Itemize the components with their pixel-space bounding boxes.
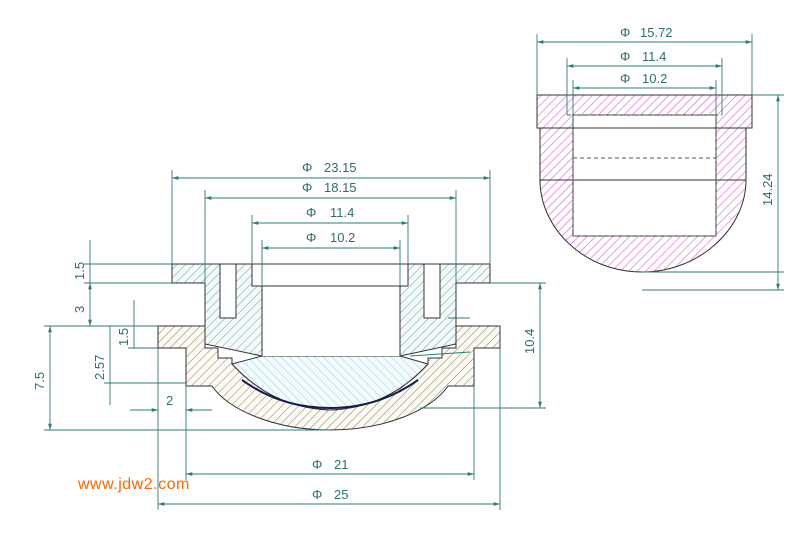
dim-symbol: Φ xyxy=(620,25,630,40)
dim-symbol: Φ xyxy=(312,487,322,502)
dim-symbol: Φ xyxy=(312,457,322,472)
dim-symbol: Φ xyxy=(302,160,312,175)
dim-flange-thickness: 1.5 xyxy=(72,262,87,280)
dim-inner-diameter: 10.2 xyxy=(330,230,355,245)
leader-line xyxy=(409,351,471,357)
watermark-text: www.jdw2.com xyxy=(78,476,190,493)
dim-symbol: Φ xyxy=(306,205,316,220)
dim-cap-diameter: 23.15 xyxy=(324,160,357,175)
dim-offset: 2 xyxy=(166,393,173,408)
dim-bore-diameter: 11.4 xyxy=(330,205,354,220)
dim-side-mid-diameter: 11.4 xyxy=(642,49,666,64)
section-view: Φ 23.15 Φ 18.15 Φ 11.4 Φ 10.2 1.5 3 10.4 xyxy=(32,160,546,510)
dim-symbol: Φ xyxy=(302,180,312,195)
cup-bore xyxy=(251,263,409,287)
dim-seat-outer-diameter: 25 xyxy=(334,487,348,502)
cup-cavity xyxy=(262,286,400,356)
dim-seat-step: 2.57 xyxy=(92,355,107,380)
ball-arc xyxy=(241,379,419,410)
dim-symbol: Φ xyxy=(620,71,630,86)
dim-seat-lip: 1.5 xyxy=(116,328,131,346)
dim-height: 10.4 xyxy=(522,329,537,354)
dim-body-diameter: 18.15 xyxy=(324,180,357,195)
side-view: Φ 15.72 Φ 11.4 Φ 10.2 14.24 xyxy=(536,25,784,291)
dim-symbol: Φ xyxy=(306,230,316,245)
dim-side-inner-diameter: 10.2 xyxy=(642,71,667,86)
dim-seat-inner-diameter: 21 xyxy=(334,457,348,472)
dim-step: 3 xyxy=(72,306,87,313)
dim-symbol: Φ xyxy=(620,49,630,64)
side-view-body xyxy=(536,94,753,273)
dim-side-outer-diameter: 15.72 xyxy=(640,25,673,40)
dim-seat-height: 7.5 xyxy=(32,372,47,390)
dim-side-height: 14.24 xyxy=(760,173,775,206)
